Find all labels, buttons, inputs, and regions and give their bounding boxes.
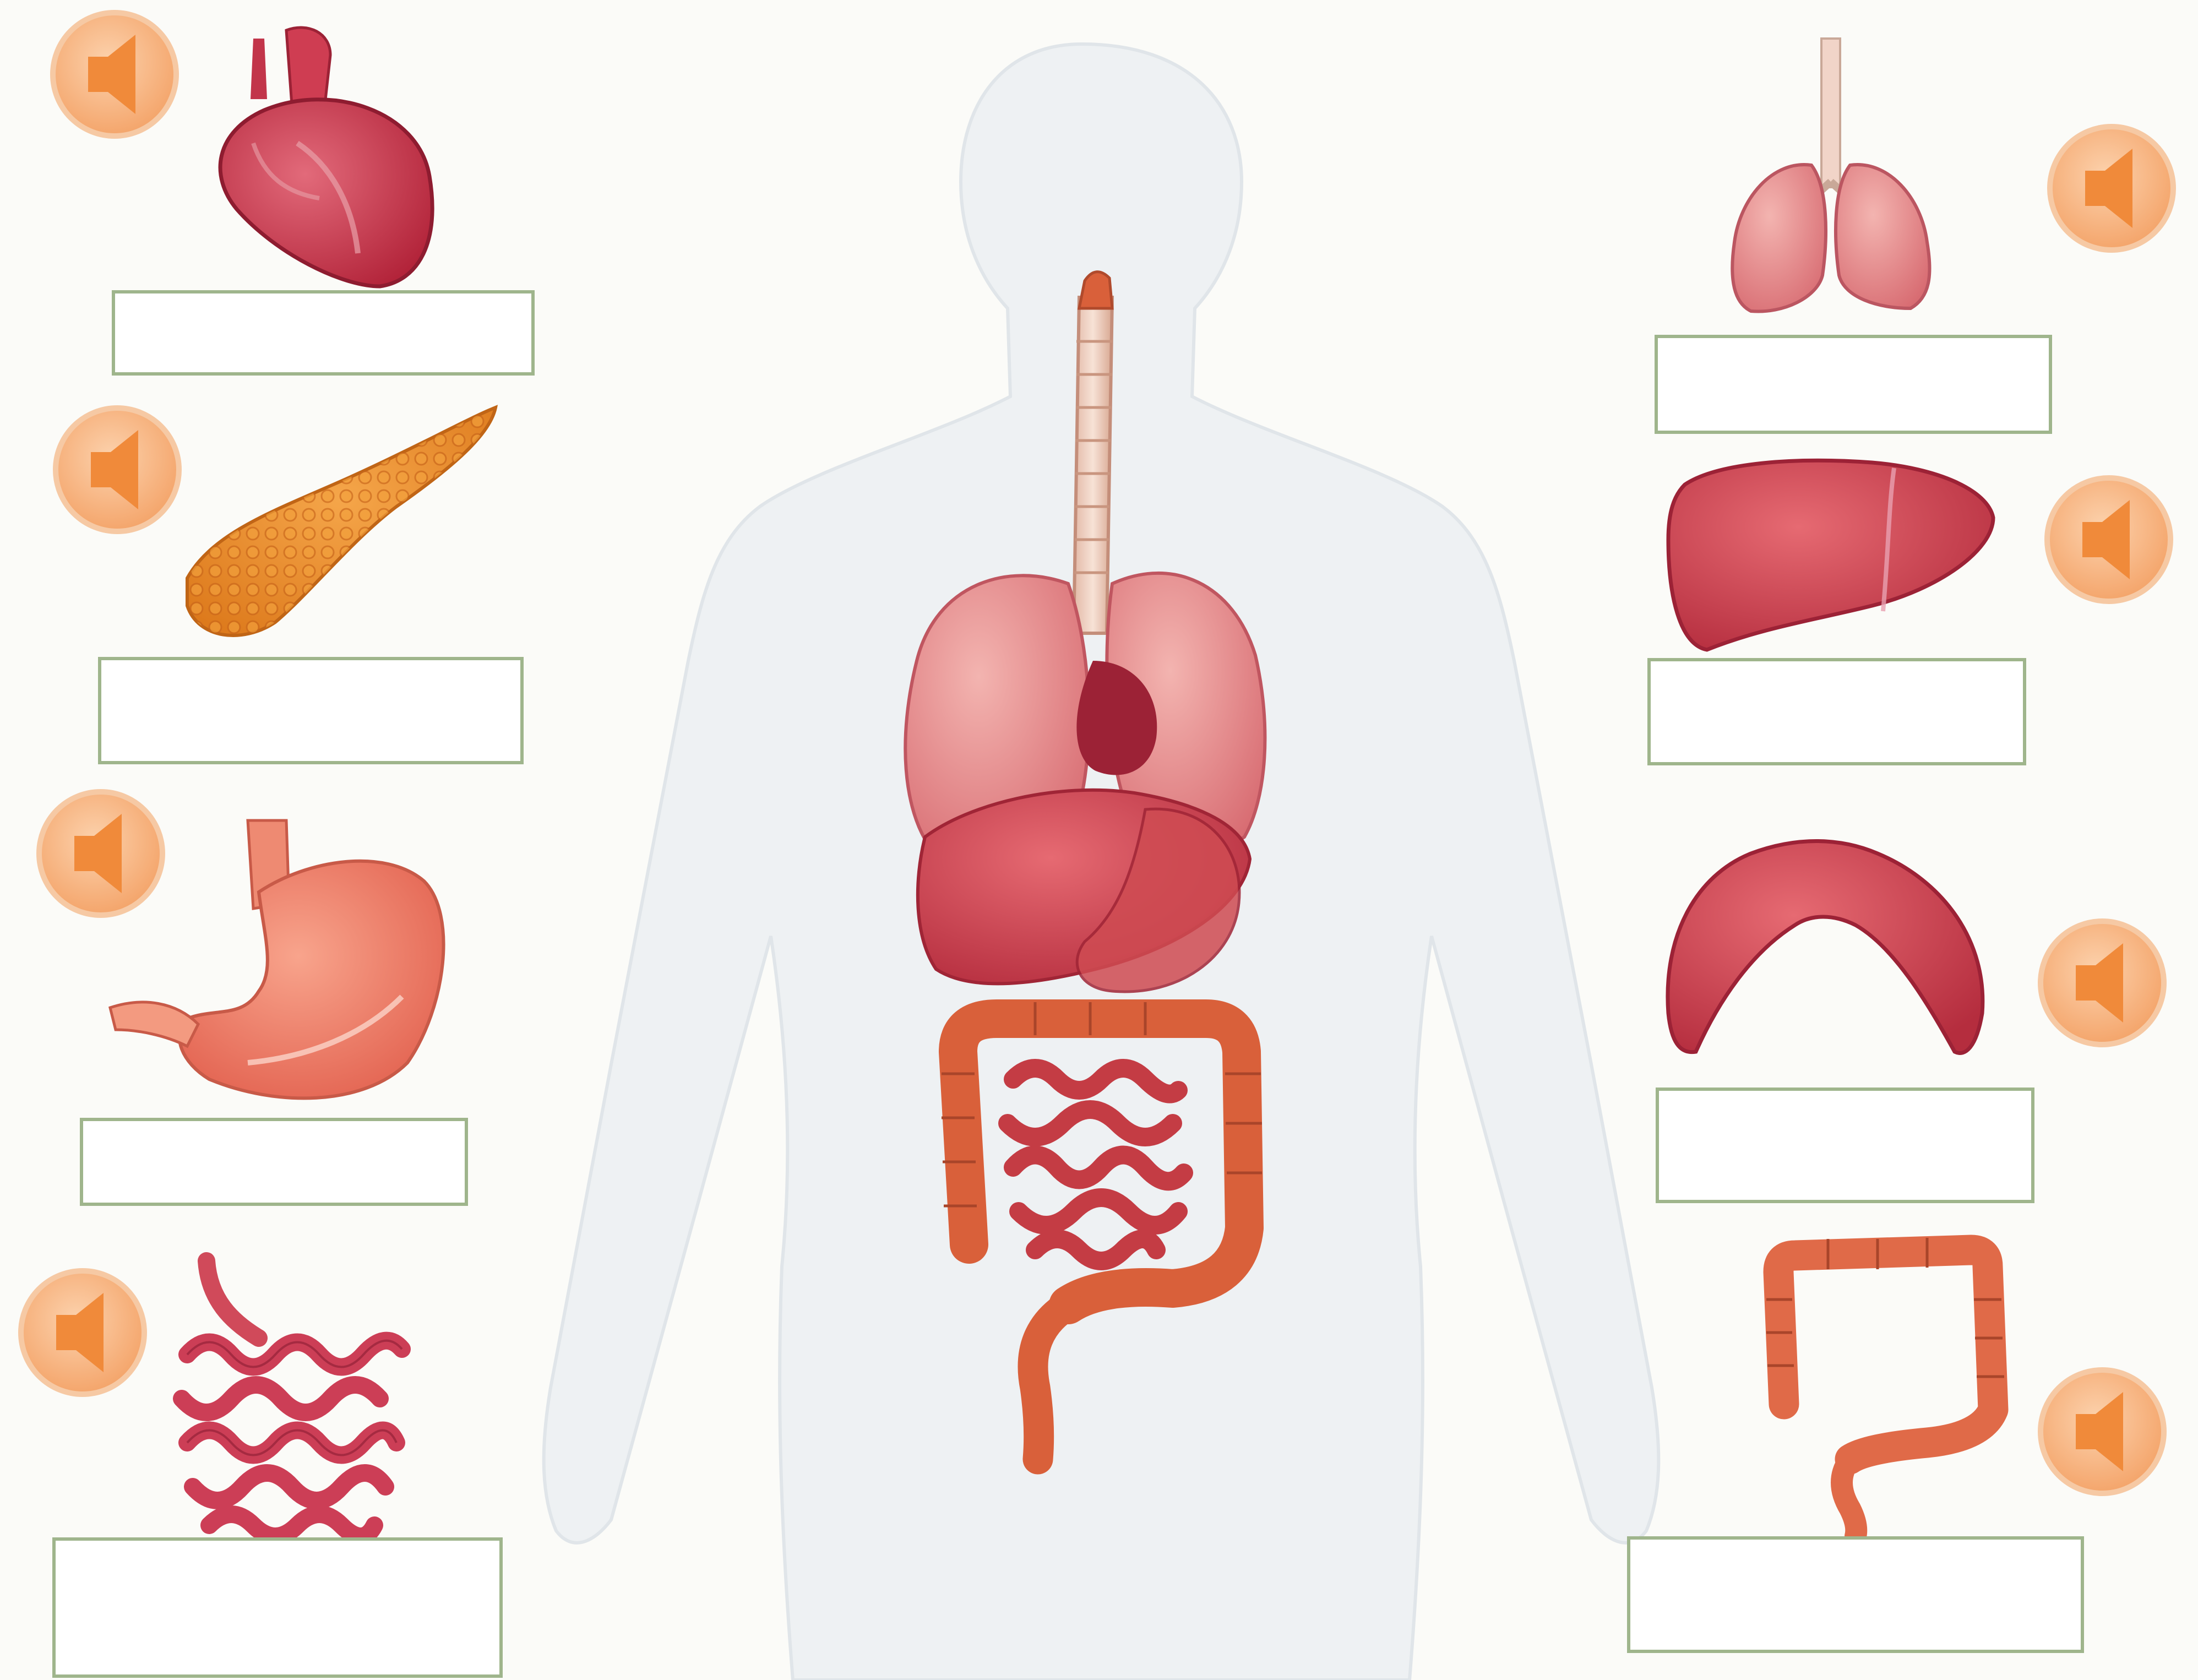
answer-input-lungs[interactable] [1658, 338, 2049, 431]
heart-picture [220, 28, 432, 286]
audio-button-heart[interactable] [53, 13, 176, 136]
large-intestine-picture [1766, 1238, 2004, 1536]
answer-box-diaphragm[interactable] [1656, 1088, 2034, 1203]
answer-input-liver[interactable] [1651, 661, 2023, 762]
answer-box-heart[interactable] [112, 290, 535, 376]
audio-button-lungs[interactable] [2050, 127, 2173, 250]
answer-input-large-intestine[interactable] [1630, 1540, 2081, 1650]
liver-picture [1668, 460, 1993, 650]
answer-box-pancreas[interactable] [98, 657, 524, 764]
answer-box-stomach[interactable] [80, 1118, 468, 1206]
audio-button-pancreas[interactable] [56, 408, 179, 531]
answer-input-diaphragm[interactable] [1659, 1091, 2031, 1200]
answer-box-large-intestine[interactable] [1627, 1536, 2084, 1653]
audio-button-liver[interactable] [2047, 478, 2170, 601]
diaphragm-picture [1668, 841, 1983, 1053]
audio-button-large-intestine[interactable] [2041, 1370, 2164, 1493]
lungs-picture [1732, 39, 1929, 312]
answer-input-small-intestine[interactable] [56, 1541, 499, 1674]
pancreas-picture [187, 407, 496, 635]
audio-button-stomach[interactable] [39, 792, 162, 915]
answer-input-stomach[interactable] [83, 1121, 465, 1203]
answer-input-pancreas[interactable] [101, 660, 520, 761]
audio-button-diaphragm[interactable] [2041, 921, 2164, 1045]
answer-input-heart[interactable] [115, 293, 531, 372]
answer-box-lungs[interactable] [1655, 335, 2052, 434]
audio-button-small-intestine[interactable] [21, 1271, 144, 1394]
answer-box-small-intestine[interactable] [52, 1537, 503, 1678]
answer-box-liver[interactable] [1647, 658, 2026, 765]
trachea [1074, 297, 1112, 633]
small-intestine-picture [182, 1261, 402, 1536]
